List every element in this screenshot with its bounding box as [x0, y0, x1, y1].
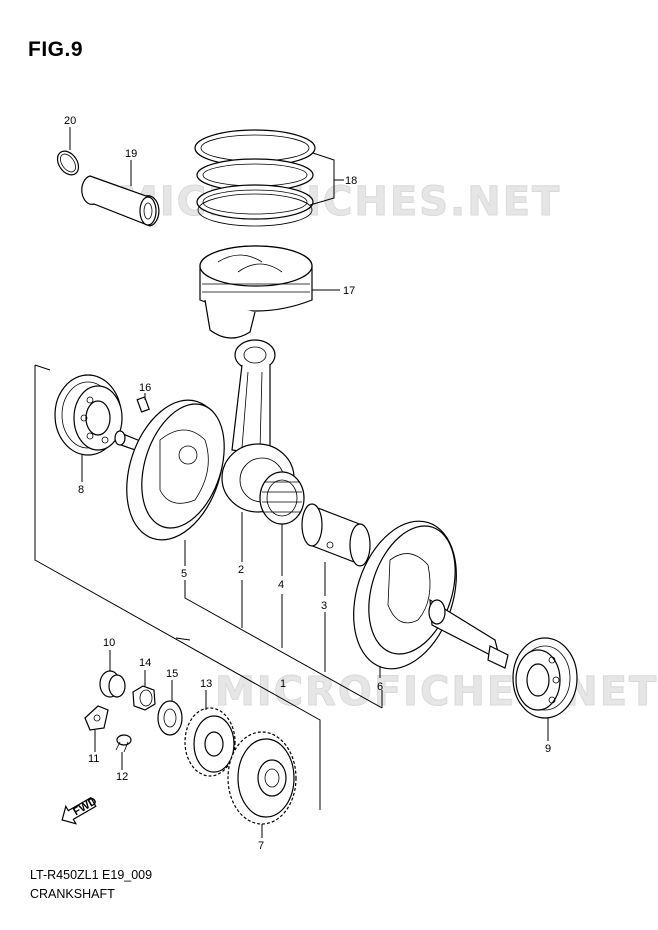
- part-13-small-gear: [184, 690, 236, 777]
- figure-title: FIG.9: [28, 38, 84, 61]
- callout-2: 2: [238, 564, 244, 576]
- part-12-screw: [115, 734, 132, 770]
- callout-17: 17: [343, 285, 355, 297]
- callout-9: 9: [545, 743, 551, 755]
- part-20-circlip: [56, 127, 80, 176]
- part-17-piston: [199, 245, 340, 339]
- callout-12: 12: [116, 771, 128, 783]
- callout-5: 5: [181, 568, 187, 580]
- part-18-piston-rings: [194, 129, 344, 227]
- callout-1: 1: [280, 678, 286, 690]
- part-3-crank-pin: [301, 503, 371, 596]
- callout-11: 11: [88, 753, 99, 765]
- figure-code: LT-R450ZL1 E19_009: [30, 868, 153, 882]
- assembly-bracket: [34, 364, 383, 810]
- figure-name: CRANKSHAFT: [30, 887, 115, 901]
- callout-18: 18: [345, 175, 357, 187]
- part-16-key: [136, 393, 150, 413]
- callout-4: 4: [278, 579, 284, 591]
- watermark-top: MICROFICHES.NET: [118, 179, 561, 225]
- fwd-label: FWD: [71, 795, 99, 818]
- part-15-washer: [157, 680, 183, 736]
- callout-6: 6: [377, 681, 383, 693]
- callout-7: 7: [258, 840, 264, 852]
- part-11-lock-plate: [84, 705, 109, 752]
- part-5-left-crank-half: [114, 399, 225, 566]
- callout-8: 8: [78, 484, 84, 496]
- callout-20: 20: [64, 115, 76, 127]
- part-4-needle-bearing: [259, 471, 305, 576]
- callout-14: 14: [139, 657, 151, 669]
- part-10-collar: [99, 650, 126, 698]
- part-7-large-gear: [227, 731, 297, 838]
- callout-19: 19: [125, 148, 137, 160]
- part-6-right-crank-half: [353, 520, 509, 678]
- callout-16: 16: [139, 382, 151, 394]
- part-19-piston-pin: [81, 160, 160, 227]
- watermark-bottom: MICROFICHES.NET: [215, 669, 658, 715]
- forward-direction-arrow: FWD: [61, 795, 99, 825]
- part-8-left-bearing: [54, 374, 123, 482]
- callout-10: 10: [103, 637, 115, 649]
- callout-13: 13: [200, 678, 212, 690]
- part-2-connecting-rod: [221, 339, 295, 562]
- part-14-nut: [132, 670, 156, 711]
- part-9-right-bearing: [512, 637, 578, 741]
- callout-15: 15: [166, 668, 178, 680]
- callout-3: 3: [321, 600, 327, 612]
